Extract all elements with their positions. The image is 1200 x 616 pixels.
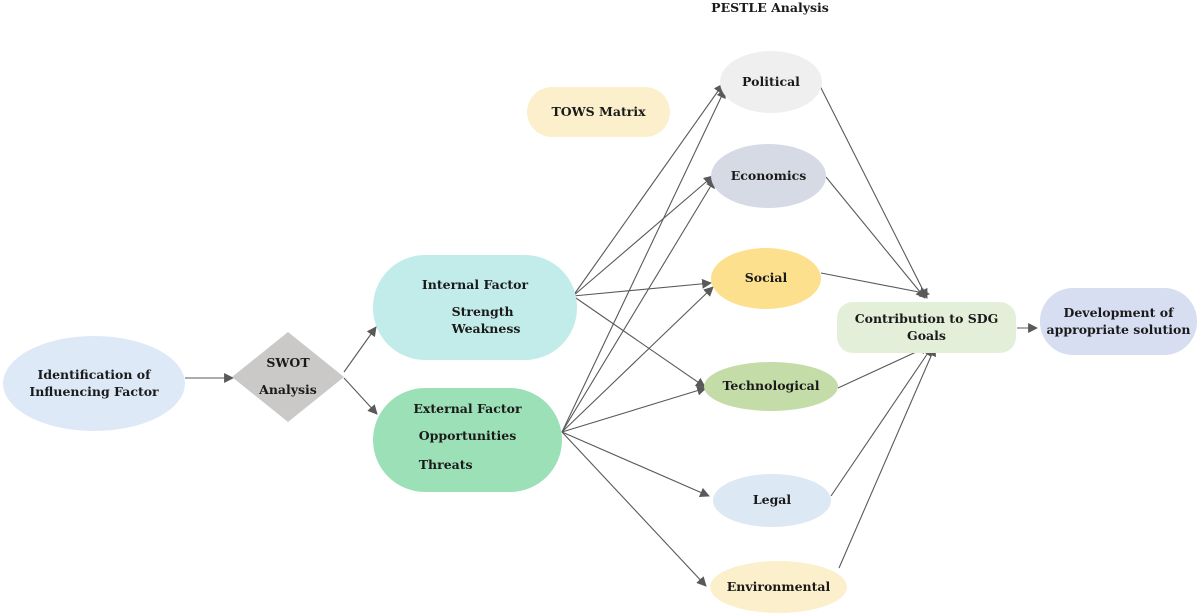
arrow-internal-to-social [572, 278, 712, 297]
economics-label: Economics [730, 167, 807, 183]
external-item-opportunities: Opportunities [418, 428, 517, 444]
sdg-label: Contribution to SDG Goals [854, 310, 999, 343]
swot-line2: Analysis [259, 382, 317, 397]
arrow-internal-to-economics [572, 175, 714, 297]
sdg-contribution-node: Contribution to SDG Goals [837, 302, 1016, 353]
identification-node: Identification of Influencing Factor [3, 336, 185, 431]
development-line2: appropriate solution [1046, 321, 1191, 337]
development-solution-node: Development of appropriate solution [1040, 288, 1197, 355]
internal-factor-node: Internal Factor Strength Weakness [373, 255, 577, 360]
diagram-title: PESTLE Analysis [711, 0, 829, 15]
arrow-external-to-environmental [561, 431, 707, 587]
economics-node: Economics [711, 144, 826, 208]
arrow-internal-to-technological [572, 295, 706, 388]
identification-line1: Identification of [37, 366, 151, 382]
development-line1: Development of [1063, 304, 1174, 320]
social-node: Social [711, 248, 821, 309]
arrow-social-to-sdg [820, 272, 930, 298]
social-label: Social [744, 270, 788, 286]
arrow-external-to-economics [561, 178, 716, 433]
technological-node: Technological [704, 362, 838, 411]
legal-node: Legal [713, 474, 831, 527]
internal-item-weakness: Weakness [451, 320, 521, 336]
environmental-label: Environmental [726, 578, 831, 594]
arrow-external-to-social [561, 286, 714, 433]
environmental-node: Environmental [710, 561, 847, 613]
arrow-political-to-sdg [819, 85, 928, 299]
political-node: Political [720, 51, 822, 113]
internal-item-strength: Strength [451, 304, 514, 320]
arrow-legal-to-sdg [830, 346, 933, 497]
external-factor-items: Opportunities Threats [419, 421, 517, 479]
internal-factor-title: Internal Factor [421, 277, 529, 293]
technological-label: Technological [722, 378, 820, 394]
tows-label: TOWS Matrix [551, 103, 646, 119]
arrow-technological-to-sdg [837, 345, 930, 389]
arrow-economics-to-sdg [825, 176, 926, 299]
internal-factor-items: Strength Weakness [452, 304, 521, 338]
legal-label: Legal [752, 492, 792, 508]
arrow-swot-to-external [343, 377, 378, 415]
arrow-environmental-to-sdg [838, 346, 936, 569]
arrow-external-to-political [561, 88, 726, 433]
external-factor-node: External Factor Opportunities Threats [373, 388, 562, 492]
swot-diamond-shape [232, 332, 344, 422]
external-factor-title: External Factor [413, 400, 522, 416]
external-item-threats: Threats [418, 457, 473, 473]
arrow-swot-to-internal [343, 326, 377, 373]
arrow-external-to-technological [561, 385, 707, 433]
arrow-internal-to-political [572, 83, 724, 297]
swot-line1: SWOT [266, 355, 310, 371]
identification-line2: Influencing Factor [29, 383, 159, 399]
political-label: Political [742, 73, 800, 89]
tows-matrix-node: TOWS Matrix [527, 87, 670, 137]
arrow-external-to-legal [561, 431, 710, 497]
swot-node: SWOT Analysis [232, 332, 344, 422]
